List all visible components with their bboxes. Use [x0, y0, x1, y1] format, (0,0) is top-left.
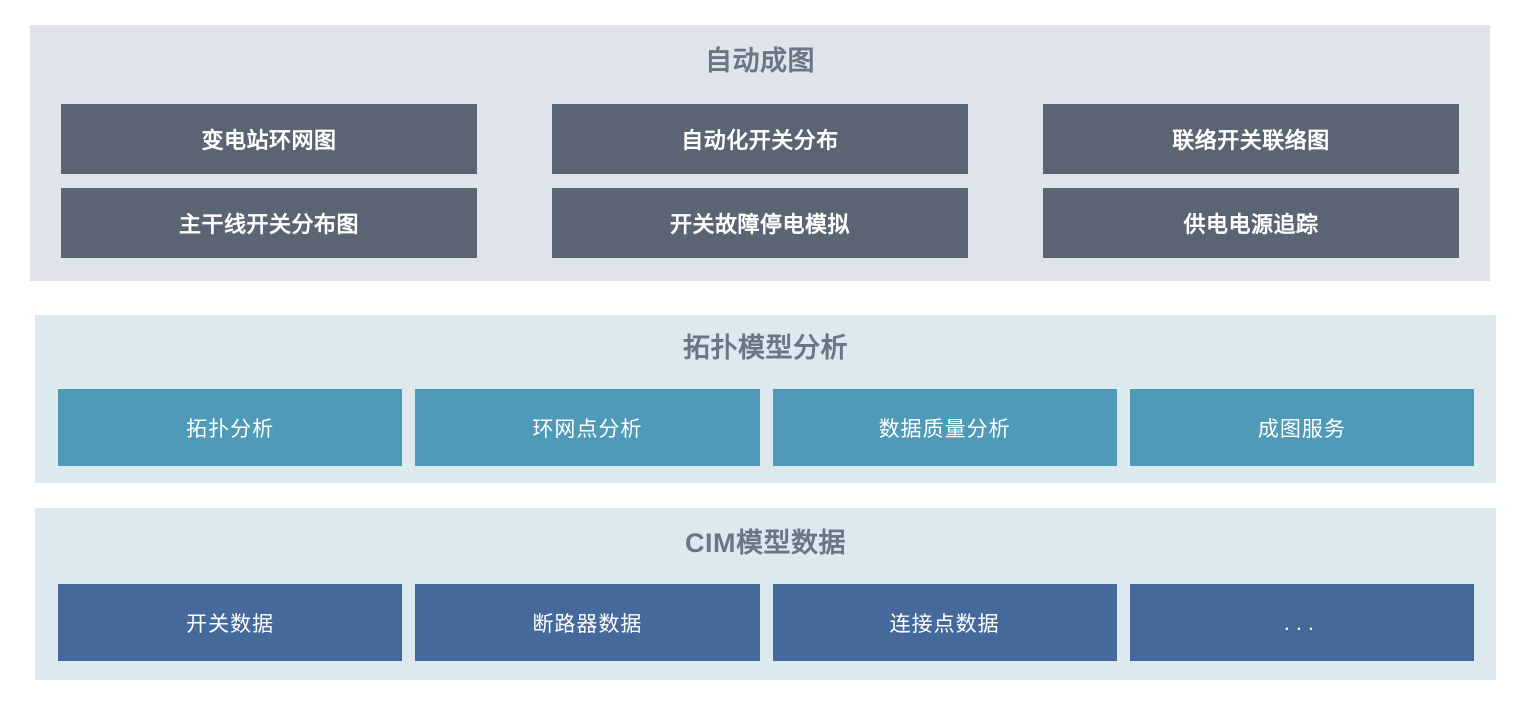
button-switch-data[interactable]: 开关数据	[58, 584, 403, 661]
button-topology-analysis[interactable]: 拓扑分析	[58, 389, 403, 466]
button-data-quality-analysis[interactable]: 数据质量分析	[772, 389, 1117, 466]
panel-topology-button-grid: 拓扑分析 环网点分析 数据质量分析 成图服务	[58, 389, 1474, 466]
button-connectivity-node-data[interactable]: 连接点数据	[772, 584, 1117, 661]
panel-topology-model-analysis: 拓扑模型分析 拓扑分析 环网点分析 数据质量分析 成图服务	[35, 315, 1496, 483]
panel-cim-model-data-title: CIM模型数据	[685, 528, 846, 558]
button-ring-network-point-analysis[interactable]: 环网点分析	[415, 389, 760, 466]
panel-cim-button-grid: 开关数据 断路器数据 连接点数据 ...	[58, 584, 1474, 661]
button-mapping-service[interactable]: 成图服务	[1129, 389, 1474, 466]
panel-topology-model-analysis-title: 拓扑模型分析	[683, 333, 848, 363]
button-circuit-breaker-data[interactable]: 断路器数据	[415, 584, 760, 661]
panel-auto-mapping-title: 自动成图	[705, 46, 815, 76]
button-substation-ring-network-diagram[interactable]: 变电站环网图	[61, 104, 477, 174]
button-more-data[interactable]: ...	[1129, 584, 1474, 661]
panel-auto-mapping: 自动成图 变电站环网图 自动化开关分布 联络开关联络图 主干线开关分布图 开关故…	[30, 25, 1490, 281]
button-power-supply-source-tracing[interactable]: 供电电源追踪	[1043, 188, 1459, 258]
button-automation-switch-distribution[interactable]: 自动化开关分布	[552, 104, 968, 174]
panel-auto-mapping-button-grid: 变电站环网图 自动化开关分布 联络开关联络图 主干线开关分布图 开关故障停电模拟…	[61, 104, 1459, 258]
button-tie-switch-connection-diagram[interactable]: 联络开关联络图	[1043, 104, 1459, 174]
button-trunk-line-switch-distribution-diagram[interactable]: 主干线开关分布图	[61, 188, 477, 258]
panel-cim-model-data: CIM模型数据 开关数据 断路器数据 连接点数据 ...	[35, 508, 1496, 680]
button-switch-fault-outage-simulation[interactable]: 开关故障停电模拟	[552, 188, 968, 258]
